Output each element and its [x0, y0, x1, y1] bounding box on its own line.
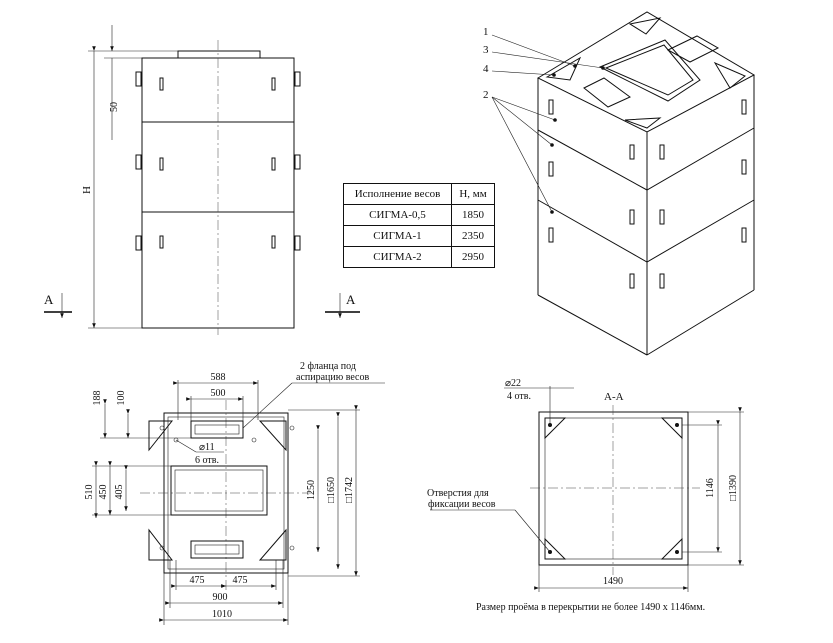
section-mark-left: A — [44, 292, 54, 307]
dim-100: 100 — [116, 391, 127, 406]
section-mark-right: A — [346, 292, 356, 307]
row-height: 2350 — [451, 225, 495, 247]
row-height: 1850 — [451, 204, 495, 226]
dim-900: 900 — [213, 592, 228, 603]
hole-diameter: ⌀11 — [199, 442, 215, 453]
header-version: Исполнение весов — [343, 183, 452, 205]
version-table: Исполнение весов Н, мм СИГМА-0,5 1850 СИ… — [343, 183, 495, 268]
dim-500: 500 — [211, 388, 226, 399]
row-name: СИГМА-0,5 — [343, 204, 452, 226]
row-height: 2950 — [451, 246, 495, 268]
table-row: СИГМА-0,5 1850 — [343, 204, 495, 226]
flange-note-line2: аспирацию весов — [296, 372, 369, 383]
dim-475-left: 475 — [190, 575, 205, 586]
plan-view: 588 500 188 100 510 450 405 1250 □1650 □… — [84, 361, 385, 625]
dim-1490: 1490 — [603, 576, 623, 587]
dim-510: 510 — [84, 485, 95, 500]
label-3: 3 — [483, 44, 489, 56]
dim-475-right: 475 — [233, 575, 248, 586]
dim-1742: □1742 — [344, 477, 355, 503]
dim-1390: □1390 — [728, 475, 739, 501]
dim-50: 50 — [109, 102, 120, 112]
header-height: Н, мм — [451, 183, 495, 205]
table-header: Исполнение весов Н, мм — [343, 183, 495, 205]
fixing-note-line2: фиксации весов — [428, 499, 496, 510]
table-row: СИГМА-2 2950 — [343, 246, 495, 268]
opening-footnote: Размер проёма в перекрытии не более 1490… — [476, 602, 705, 613]
dim-405: 405 — [114, 485, 125, 500]
dim-1010: 1010 — [212, 609, 232, 620]
label-4: 4 — [483, 63, 489, 75]
fixing-note-line1: Отверстия для — [427, 488, 489, 499]
dim-450: 450 — [98, 485, 109, 500]
section-title: А-А — [604, 391, 624, 403]
front-view: 50 H A A — [44, 25, 360, 335]
section-hole-diameter: ⌀22 — [505, 378, 521, 389]
label-2: 2 — [483, 89, 489, 101]
isometric-view: 1 3 4 2 — [483, 11, 756, 356]
row-name: СИГМА-1 — [343, 225, 452, 247]
row-name: СИГМА-2 — [343, 246, 452, 268]
section-view: А-А ⌀22 4 отв. Отверстия для фиксации ве… — [427, 378, 744, 613]
dim-1146: 1146 — [705, 478, 716, 498]
flange-note-line1: 2 фланца под — [300, 361, 356, 372]
dim-188: 188 — [92, 391, 103, 406]
dim-1250: 1250 — [306, 480, 317, 500]
dim-H: H — [81, 186, 93, 194]
label-1: 1 — [483, 26, 489, 38]
dim-588: 588 — [211, 372, 226, 383]
section-hole-count: 4 отв. — [507, 391, 531, 402]
table-row: СИГМА-1 2350 — [343, 225, 495, 247]
dim-1650: □1650 — [326, 477, 337, 503]
hole-count: 6 отв. — [195, 455, 219, 466]
